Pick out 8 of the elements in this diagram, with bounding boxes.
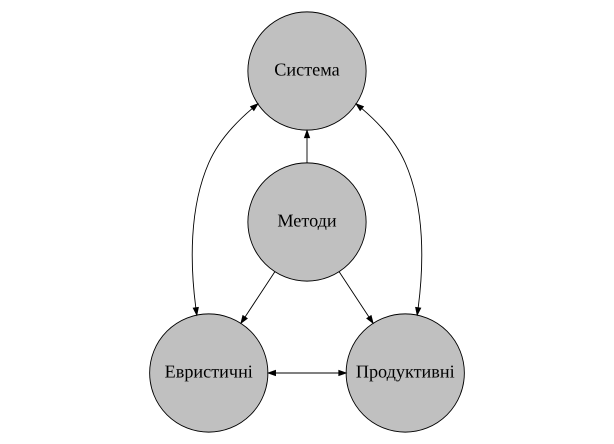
node-circle: Система (247, 11, 367, 131)
arrow (192, 102, 259, 316)
arrow (355, 102, 422, 316)
arrow (304, 129, 310, 164)
node-circle: Методи (247, 162, 367, 282)
arrow (240, 271, 276, 324)
arrow (338, 271, 374, 324)
arrow (266, 370, 348, 376)
